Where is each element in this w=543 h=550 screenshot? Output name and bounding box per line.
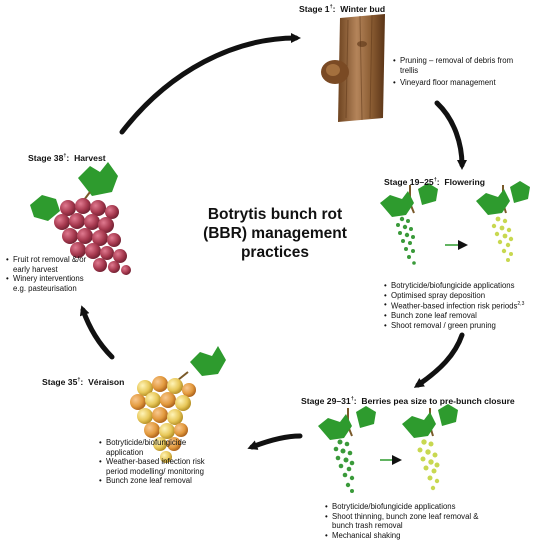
stage-dagger: † <box>329 4 333 11</box>
cycle-arrow-icon <box>79 33 467 450</box>
stage-flowering-practices: Botryticide/biofungicide applications Op… <box>384 281 542 331</box>
practice-item: Fruit rot removal &/or early harvest <box>6 255 96 274</box>
stage-veraison-label: Stage 35†: Véraison <box>42 377 125 387</box>
practice-text: Weather-based infection risk periods <box>391 301 518 311</box>
stage-name: Winter bud <box>340 4 386 14</box>
stage-dagger: † <box>77 377 81 384</box>
stage-number: Stage 1 <box>299 4 330 14</box>
stage-harvest-practices: Fruit rot removal &/or early harvest Win… <box>6 255 96 293</box>
bark-icon <box>321 14 385 122</box>
stage-name: Berries pea size to pre-bunch closure <box>361 396 515 406</box>
practice-item: Weather-based infection risk periods2,3 <box>384 300 542 311</box>
harvest-grape-icon <box>30 162 131 275</box>
stage-number: Stage 19–25 <box>384 177 434 187</box>
flowering-vine-icon <box>380 181 530 265</box>
stage-number: Stage 29–31 <box>301 396 351 406</box>
stage-name: Véraison <box>88 377 125 387</box>
practice-item: Vineyard floor management <box>393 78 523 88</box>
practice-item: Optimised spray deposition <box>384 291 542 301</box>
stage-veraison-practices: Botryticide/biofungicide application Wea… <box>99 438 214 486</box>
stage-dagger: † <box>63 153 67 160</box>
practice-item: Winery interventions e.g. pasteurisation <box>6 274 96 293</box>
stage-winter-bud-label: Stage 1†: Winter bud <box>299 4 386 14</box>
stage-winter-bud-practices: Pruning – removal of debris from trellis… <box>393 56 523 88</box>
practice-item: Pruning – removal of debris from trellis <box>393 56 523 75</box>
practice-item: Bunch zone leaf removal <box>384 311 542 321</box>
title-line-2: (BBR) management <box>203 225 347 242</box>
title-line-3: practices <box>240 244 310 261</box>
stage-name: Flowering <box>444 177 485 187</box>
practice-item: Botryticide/biofungicide applications <box>325 502 495 512</box>
diagram-title: Botrytis bunch rot (BBR) management prac… <box>195 205 355 262</box>
stage-dagger: † <box>350 396 354 403</box>
practice-item: Botryticide/biofungicide applications <box>384 281 542 291</box>
practice-item: Bunch zone leaf removal <box>99 476 214 486</box>
practice-item: Shoot thinning, bunch zone leaf removal … <box>325 512 495 531</box>
stage-name: Harvest <box>74 153 106 163</box>
stage-harvest-label: Stage 38†: Harvest <box>28 153 106 163</box>
practice-item: Shoot removal / green pruning <box>384 321 542 331</box>
practice-item: Weather-based infection risk period mode… <box>99 457 214 476</box>
stage-flowering-label: Stage 19–25†: Flowering <box>384 177 485 187</box>
arrow-pea-to-veraison <box>247 433 303 450</box>
stage-pea-size-label: Stage 29–31†: Berries pea size to pre-bu… <box>301 396 515 406</box>
practice-item: Mechanical shaking <box>325 531 495 541</box>
arrow-harvest-to-winter <box>119 33 301 135</box>
practice-footnote: 2,3 <box>517 301 525 308</box>
pea-berry-vine-icon <box>318 404 458 493</box>
arrow-flowering-to-pea <box>413 332 465 388</box>
arrow-winter-to-flowering <box>434 100 467 170</box>
veraison-grape-icon <box>130 346 226 463</box>
practice-item: Botryticide/biofungicide application <box>99 438 214 457</box>
stage-number: Stage 35 <box>42 377 78 387</box>
stage-pea-size-practices: Botryticide/biofungicide applications Sh… <box>325 502 495 540</box>
stage-number: Stage 38 <box>28 153 64 163</box>
title-line-1: Botrytis bunch rot <box>207 206 343 223</box>
stage-dagger: † <box>433 177 437 184</box>
arrow-veraison-to-harvest <box>79 305 115 360</box>
